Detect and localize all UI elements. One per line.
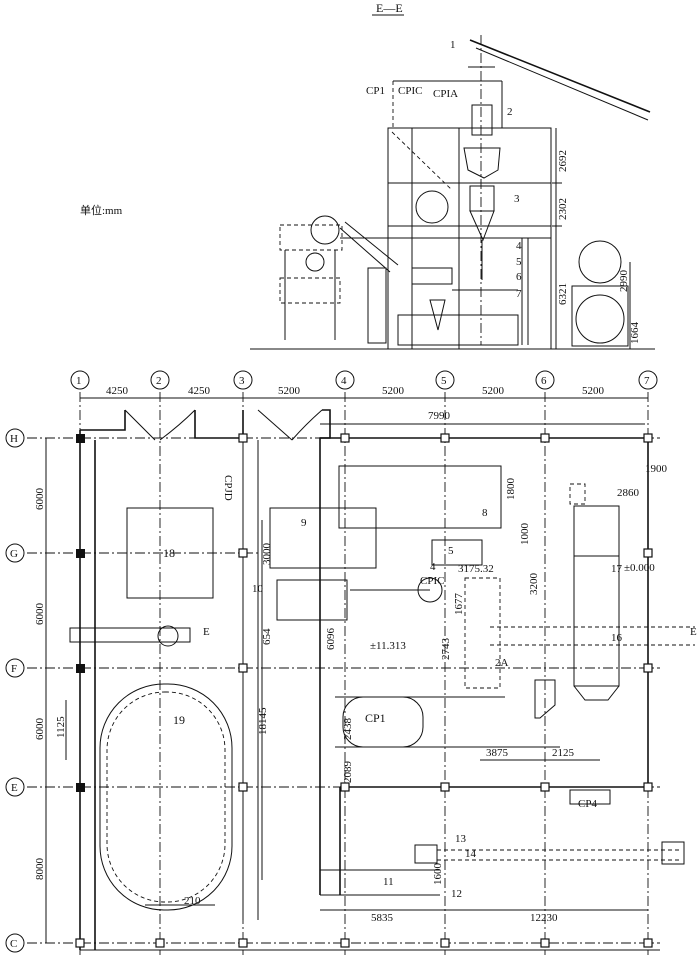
dim-top-3: 5200 (278, 385, 301, 397)
dim-1600: 1600 (432, 863, 444, 886)
label-12: 12 (451, 888, 462, 900)
dim-3175-32: 3175.32 (458, 563, 494, 575)
grid-col-6: 6 (541, 375, 547, 387)
dim-5835: 5835 (371, 912, 394, 924)
section-marker-left: E (203, 626, 210, 638)
callout-3: 3 (514, 193, 520, 205)
grid-col-5: 5 (441, 375, 447, 387)
grid-row-e: E (11, 782, 18, 794)
dim-1664: 1664 (629, 322, 641, 345)
dim-left-g-f: 6000 (34, 603, 46, 626)
grid-col-4: 4 (341, 375, 347, 387)
dim-210: 210 (184, 895, 201, 907)
dim-left-h-g: 6000 (34, 488, 46, 511)
label-13: 13 (455, 833, 467, 845)
label-cp1: CP1 (365, 711, 386, 725)
grid-row-c: C (10, 938, 17, 950)
label-19: 19 (173, 713, 185, 727)
grid-col-2: 2 (156, 375, 162, 387)
dim-2302: 2302 (557, 198, 569, 220)
grid-column-markers: 1 2 3 4 5 6 7 (70, 370, 658, 390)
label-8: 8 (482, 507, 488, 519)
elevation-title: E—E (376, 1, 403, 15)
grid-col-3: 3 (239, 375, 245, 387)
label-5: 5 (448, 545, 454, 557)
equipment-cp4-box (569, 789, 611, 805)
label-cp4: CP4 (578, 798, 597, 810)
dim-top-1: 4250 (106, 385, 129, 397)
structural-columns (75, 433, 653, 948)
label-cpjd: CPJD (222, 475, 234, 501)
grid-lines (27, 392, 660, 955)
dim-6321: 6321 (557, 283, 569, 305)
dim-2125: 2125 (552, 747, 575, 759)
label-16: 16 (611, 632, 623, 644)
label-10: 10 (252, 583, 264, 595)
callout-5: 5 (516, 256, 522, 268)
grid-row-f: F (11, 663, 17, 675)
label-2a: 2A (495, 657, 509, 669)
dim-2089: 2089 (342, 761, 354, 784)
label-cpic: CPIC (420, 575, 444, 587)
equipment-18 (126, 507, 214, 599)
dim-1900: 1900 (645, 463, 668, 475)
dim-2743: 2743 (440, 638, 452, 661)
label-11: 11 (383, 876, 394, 888)
dim-top-6: 5200 (582, 385, 605, 397)
dim-3875: 3875 (486, 747, 509, 759)
dim-top-2: 4250 (188, 385, 211, 397)
dim-7990: 7990 (428, 410, 451, 422)
grid-row-markers: H G F E C (5, 428, 25, 953)
dim-1000: 1000 (519, 523, 531, 546)
dim-2692: 2692 (557, 150, 569, 172)
section-marker-right: E (690, 626, 697, 638)
dim-3000: 3000 (261, 543, 273, 566)
grid-row-g: G (10, 548, 18, 560)
dim-top-5: 5200 (482, 385, 505, 397)
unit-label: 单位:mm (80, 203, 123, 217)
callout-6: 6 (516, 271, 522, 283)
callout-2: 2 (507, 106, 513, 118)
tank-19 (99, 683, 233, 911)
dim-11-313: ±11.313 (370, 640, 406, 652)
dim-3200: 3200 (528, 573, 540, 596)
dim-654: 654 (261, 628, 273, 645)
callout-4: 4 (516, 240, 522, 252)
callout-1: 1 (450, 39, 456, 51)
grid-col-7: 7 (644, 375, 650, 387)
dim-left-f-e: 6000 (34, 718, 46, 741)
dim-2990: 2990 (618, 270, 630, 293)
label-17: 17 (611, 563, 623, 575)
dim-top-4: 5200 (382, 385, 405, 397)
dim-1677: 1677 (453, 593, 465, 616)
label-14: 14 (465, 848, 477, 860)
plan-view: 1 2 3 4 5 6 7 H G F E C 4250 4250 5200 5… (5, 370, 697, 955)
dim-6096: 6096 (325, 628, 337, 651)
dim-1125: 1125 (55, 716, 67, 738)
label-4: 4 (430, 561, 436, 573)
equipment-cpic: CPIC (398, 85, 422, 97)
label-18: 18 (163, 546, 175, 560)
dim-12230: 12230 (530, 912, 558, 924)
label-9: 9 (301, 517, 307, 529)
dim-1800: 1800 (505, 478, 517, 501)
dim-0-000: ±0.000 (624, 562, 655, 574)
elevation-view: E—E 单位:mm (80, 1, 655, 350)
equipment-cpia: CPIA (433, 88, 458, 100)
dim-2438: 2438 (342, 718, 354, 741)
grid-row-h: H (10, 433, 18, 445)
grid-col-1: 1 (76, 375, 82, 387)
dim-2860: 2860 (617, 487, 640, 499)
equipment-cp1: CP1 (366, 85, 385, 97)
dim-left-e-c: 8000 (34, 858, 46, 881)
dim-18145: 18145 (257, 707, 269, 735)
callout-7: 7 (516, 288, 522, 300)
